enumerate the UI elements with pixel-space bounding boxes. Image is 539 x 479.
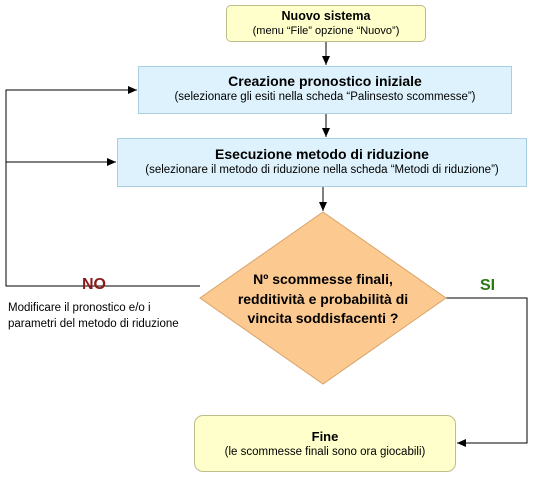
decision-line-2: redditività e probabilità di	[237, 290, 409, 307]
start-subtitle: (menu “File” opzione “Nuovo”)	[252, 25, 400, 37]
decision-line-3: vincita soddisfacenti ?	[247, 310, 399, 326]
decision-line-1: Nº scommesse finali,	[253, 271, 393, 287]
end-node: Fine (le scommesse finali sono ora gioca…	[194, 415, 456, 472]
create-subtitle: (selezionare gli esiti nella scheda “Pal…	[174, 91, 476, 103]
arrow-yes-to-end	[446, 297, 528, 447]
reduction-method-node: Esecuzione metodo di riduzione (selezion…	[117, 138, 527, 187]
start-node: Nuovo sistema (menu “File” opzione “Nuov…	[226, 5, 426, 42]
loop-note: Modificare il pronostico e/o i parametri…	[8, 300, 179, 332]
note-line-1: Modificare il pronostico e/o i	[8, 302, 151, 314]
create-forecast-node: Creazione pronostico iniziale (seleziona…	[138, 66, 512, 114]
start-title: Nuovo sistema	[281, 9, 371, 23]
note-line-2: parametri del metodo di riduzione	[8, 318, 179, 330]
create-title: Creazione pronostico iniziale	[228, 73, 422, 89]
arrow-no-loop-to-create	[5, 86, 200, 287]
exec-title: Esecuzione metodo di riduzione	[215, 146, 429, 162]
exec-subtitle: (selezionare il metodo di riduzione nell…	[145, 164, 499, 176]
decision-text: Nº scommesse finali, redditività e proba…	[226, 270, 420, 330]
end-title: Fine	[311, 429, 339, 444]
branch-yes-label: SI	[480, 277, 496, 294]
branch-no-label: NO	[82, 276, 106, 293]
end-subtitle: (le scommesse finali sono ora giocabili)	[224, 446, 426, 458]
